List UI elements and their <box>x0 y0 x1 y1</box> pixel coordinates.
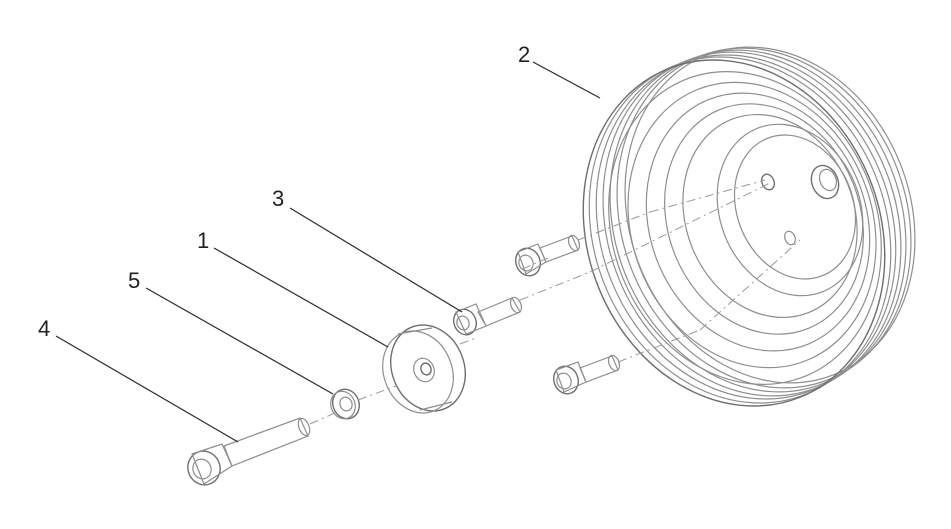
callout-5: 5 <box>128 268 140 293</box>
callout-2: 2 <box>518 42 530 67</box>
leader-3 <box>289 207 463 313</box>
pulley-part-2 <box>582 46 916 407</box>
pulley-bolt-lower <box>552 354 621 395</box>
leader-5 <box>145 287 334 395</box>
long-bolt-part-4 <box>187 417 311 486</box>
leader-4 <box>55 335 239 443</box>
assembly-axes <box>309 179 801 425</box>
callout-labels: 2 3 1 5 4 <box>38 42 530 341</box>
leader-1 <box>213 247 389 348</box>
leader-lines <box>55 61 601 443</box>
callout-3: 3 <box>272 186 284 211</box>
callout-4: 4 <box>38 316 50 341</box>
callout-1: 1 <box>197 228 209 253</box>
pulley-bolt-upper <box>514 234 581 277</box>
spacer-disc-part-1 <box>382 324 466 414</box>
leader-2 <box>532 61 601 99</box>
washer-part-5 <box>330 388 360 420</box>
bushing-part-3 <box>452 296 523 336</box>
